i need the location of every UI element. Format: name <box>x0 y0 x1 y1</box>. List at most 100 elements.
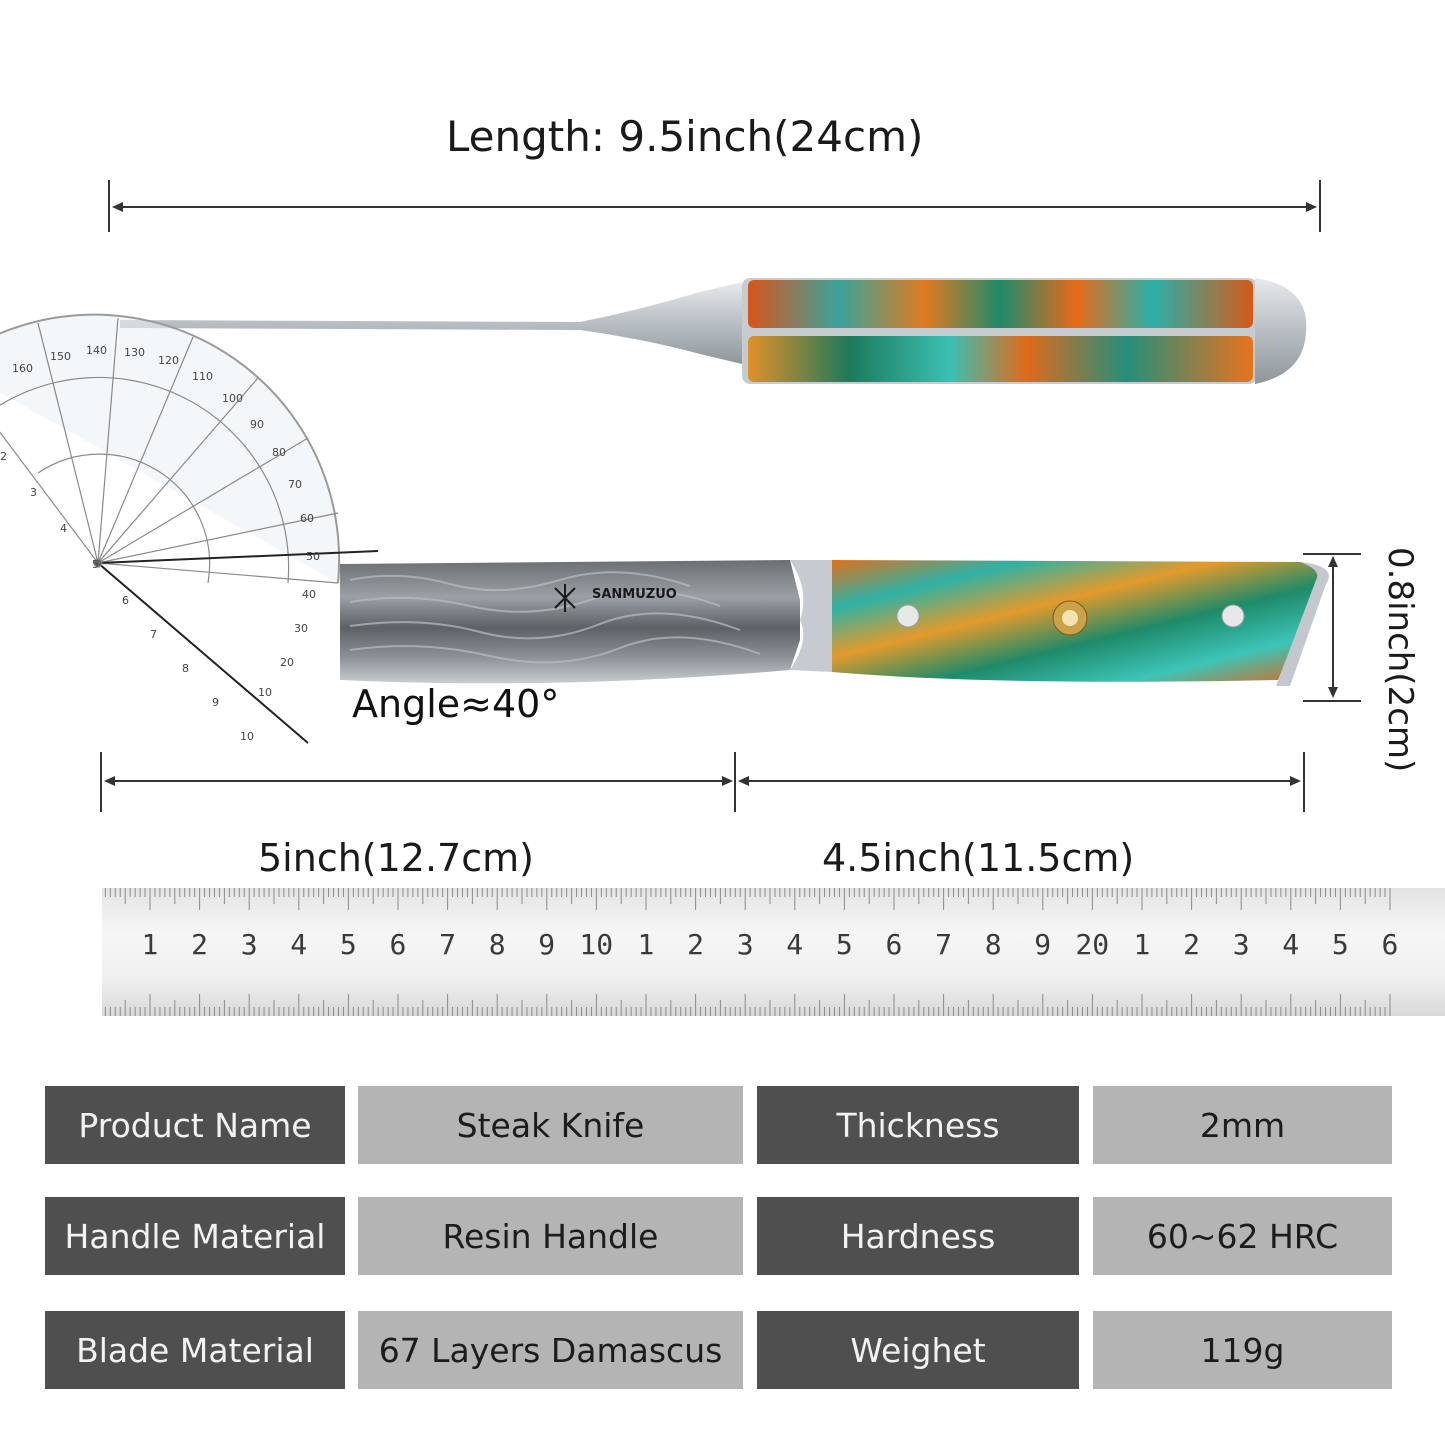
ruler-number: 20 <box>1075 928 1110 961</box>
knife-top-view <box>120 278 1307 384</box>
protractor-label-70: 70 <box>288 478 302 491</box>
protractor-inner-7: 7 <box>150 628 157 641</box>
brand-logo-mark <box>554 584 576 612</box>
blade-tick-left <box>100 752 102 812</box>
blade-length-line <box>110 780 726 782</box>
ruler-number: 7 <box>935 928 952 961</box>
side-handle-end-cap <box>1276 562 1329 686</box>
protractor-label-10: 10 <box>258 686 272 699</box>
side-blade <box>340 560 800 684</box>
ruler-number: 5 <box>1331 928 1349 961</box>
total-length-line <box>118 206 1310 208</box>
ruler-number: 6 <box>885 928 903 961</box>
total-length-arrow-right <box>1306 202 1317 212</box>
handle-length-line <box>744 780 1294 782</box>
protractor-label-120: 120 <box>158 354 179 367</box>
top-handle-scale-lower <box>748 336 1253 382</box>
width-arrow-down <box>1328 687 1338 698</box>
ruler-number: 4 <box>290 928 308 961</box>
spec-label-product-name: Product Name <box>45 1086 345 1164</box>
protractor-inner-5: 5 <box>92 558 99 571</box>
ruler-number: 1 <box>637 928 655 961</box>
protractor-label-20: 20 <box>280 656 294 669</box>
width-tick-bottom <box>1303 700 1361 702</box>
protractor-label-100: 100 <box>222 392 243 405</box>
protractor-label-160: 160 <box>12 362 33 375</box>
ruler-number: 3 <box>240 928 258 961</box>
protractor-label-130: 130 <box>124 346 145 359</box>
spec-value-handle-material: Resin Handle <box>358 1197 743 1275</box>
ruler-number: 4 <box>786 928 804 961</box>
ruler-number: 3 <box>1232 928 1250 961</box>
top-handle-end-cap <box>1255 278 1307 384</box>
protractor-inner-6: 6 <box>122 594 129 607</box>
protractor-label-60: 60 <box>300 512 314 525</box>
ruler-number: 3 <box>736 928 754 961</box>
ruler-number: 1 <box>1133 928 1151 961</box>
protractor-label-40: 40 <box>302 588 316 601</box>
spec-value-product-name: Steak Knife <box>358 1086 743 1164</box>
width-tick-top <box>1303 553 1361 555</box>
ruler-number: 6 <box>389 928 407 961</box>
blade-arrow-right <box>722 776 733 786</box>
ruler-number: 5 <box>835 928 853 961</box>
side-bolster <box>790 560 832 672</box>
spec-label-thickness: Thickness <box>757 1086 1079 1164</box>
protractor: 160 150 140 130 120 110 100 90 80 70 60 … <box>0 313 379 744</box>
blade-length-label: 5inch(12.7cm) <box>258 836 534 880</box>
protractor-inner-4: 4 <box>60 522 67 535</box>
handle-arrow-right <box>1290 776 1301 786</box>
top-blade-spine <box>120 282 742 364</box>
total-length-arrow-left <box>112 202 123 212</box>
ruler-number: 10 <box>579 928 614 961</box>
ruler-number: 7 <box>439 928 456 961</box>
ruler-number: 9 <box>1034 928 1052 961</box>
handle-rivet-back <box>1221 604 1245 628</box>
total-length-tick-right <box>1319 180 1321 232</box>
protractor-inner-9: 9 <box>212 696 219 709</box>
spec-label-weight: Weighet <box>757 1311 1079 1389</box>
protractor-label-110: 110 <box>192 370 213 383</box>
ruler-number: 9 <box>538 928 556 961</box>
angle-label: Angle≈40° <box>352 682 560 726</box>
spec-label-blade-material: Blade Material <box>45 1311 345 1389</box>
ruler-number: 8 <box>984 928 1002 961</box>
ruler-number: 5 <box>339 928 357 961</box>
total-length-tick-left <box>108 180 110 232</box>
total-length-label: Length: 9.5inch(24cm) <box>446 112 924 161</box>
width-label: 0.8inch(2cm) <box>1380 547 1420 773</box>
protractor-label-90: 90 <box>250 418 264 431</box>
width-line <box>1332 563 1334 691</box>
spec-value-weight: 119g <box>1093 1311 1392 1389</box>
spec-label-hardness: Hardness <box>757 1197 1079 1275</box>
knife-side-view: SANMUZUO <box>340 560 1329 686</box>
protractor-label-150: 150 <box>50 350 71 363</box>
handle-length-label: 4.5inch(11.5cm) <box>822 836 1135 880</box>
spec-value-thickness: 2mm <box>1093 1086 1392 1164</box>
brand-logo-text: SANMUZUO <box>592 587 677 602</box>
handle-tick-right <box>1303 752 1305 812</box>
top-handle-scale-upper <box>748 280 1253 328</box>
blade-handle-tick-mid <box>734 752 736 812</box>
ruler-number: 2 <box>687 928 704 961</box>
blade-arrow-left <box>104 776 115 786</box>
protractor-inner-10: 10 <box>240 730 254 743</box>
ruler-number: 8 <box>488 928 506 961</box>
spec-value-hardness: 60~62 HRC <box>1093 1197 1392 1275</box>
protractor-label-80: 80 <box>272 446 286 459</box>
ruler-number: 6 <box>1381 928 1399 961</box>
ruler-number: 2 <box>1183 928 1200 961</box>
protractor-inner-8: 8 <box>182 662 189 675</box>
ruler-number: 1 <box>141 928 159 961</box>
protractor-label-30: 30 <box>294 622 308 635</box>
protractor-inner-2: 2 <box>0 450 7 463</box>
spec-value-blade-material: 67 Layers Damascus <box>358 1311 743 1389</box>
width-arrow-up <box>1328 556 1338 567</box>
handle-rivet-front <box>896 604 920 628</box>
ruler-number: 2 <box>191 928 208 961</box>
ruler-number: 4 <box>1282 928 1300 961</box>
protractor-label-140: 140 <box>86 344 107 357</box>
spec-label-handle-material: Handle Material <box>45 1197 345 1275</box>
protractor-inner-3: 3 <box>30 486 37 499</box>
protractor-label-50: 50 <box>306 550 320 563</box>
